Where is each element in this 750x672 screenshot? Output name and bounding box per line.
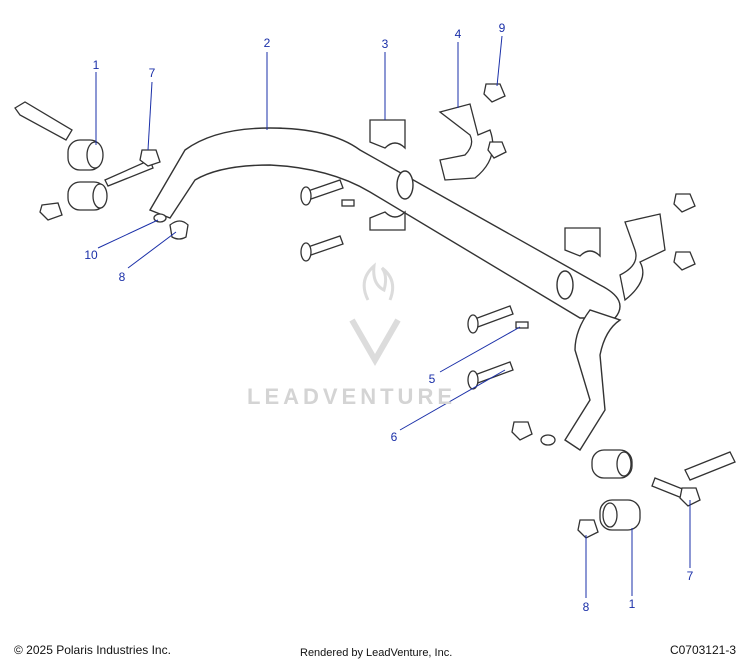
callout-1-right: 1 xyxy=(628,597,636,611)
copyright-text: © 2025 Polaris Industries Inc. xyxy=(14,643,171,657)
callout-10: 10 xyxy=(84,248,98,262)
callout-6: 6 xyxy=(390,430,398,444)
bushings-brackets xyxy=(369,83,696,302)
leader-lines xyxy=(95,35,691,598)
callout-3: 3 xyxy=(381,37,389,51)
diagram-code: C0703121-3 xyxy=(669,643,736,657)
callout-7-right: 7 xyxy=(686,569,694,583)
watermark-text: LEADVENTURE xyxy=(247,384,457,409)
callout-8-right: 8 xyxy=(582,600,590,614)
watermark-logo xyxy=(349,262,401,367)
stabilizer-bar xyxy=(148,127,622,451)
callout-4: 4 xyxy=(454,27,462,41)
callout-8-left: 8 xyxy=(118,270,126,284)
callout-7-left: 7 xyxy=(148,66,156,80)
right-link xyxy=(511,421,736,539)
callout-9: 9 xyxy=(498,21,506,35)
callout-2: 2 xyxy=(263,36,271,50)
bolts-fittings xyxy=(300,179,529,390)
callout-1-left: 1 xyxy=(92,58,100,72)
left-link xyxy=(14,101,189,240)
callout-5: 5 xyxy=(428,372,436,386)
rendered-by-text: Rendered by LeadVenture, Inc. xyxy=(300,647,453,659)
